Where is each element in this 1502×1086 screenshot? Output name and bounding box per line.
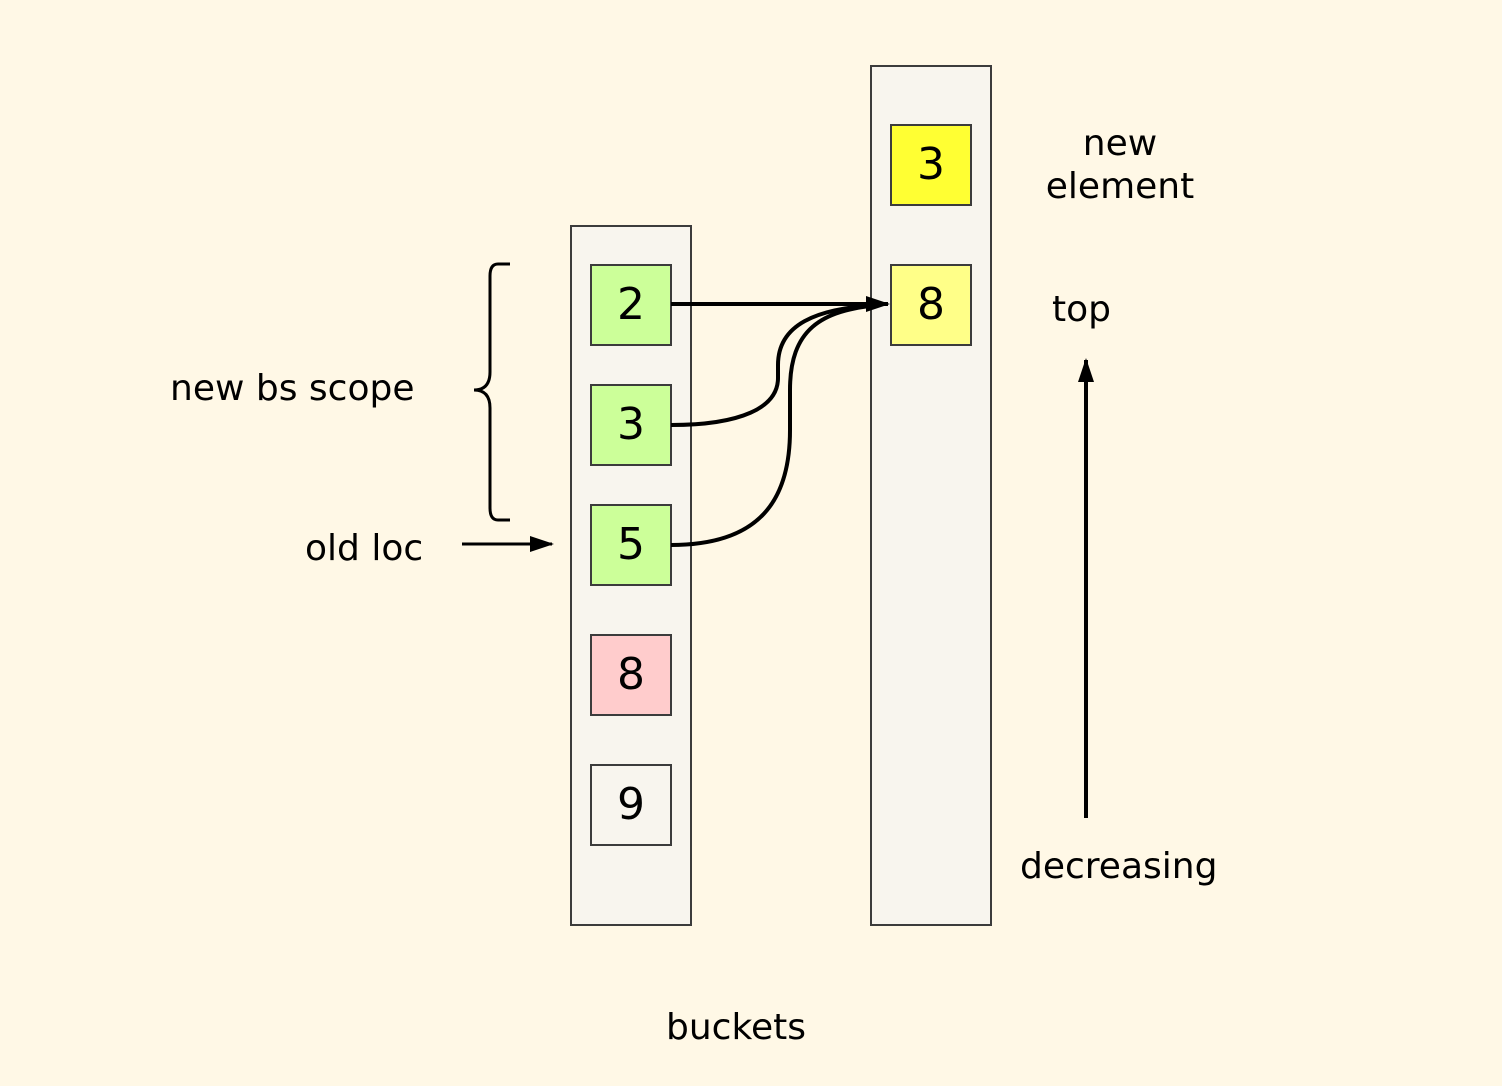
left-cell-5: 5 bbox=[590, 504, 672, 586]
left-cell-8: 8 bbox=[590, 634, 672, 716]
cell-value: 2 bbox=[617, 279, 645, 330]
right-cell-3-new: 3 bbox=[890, 124, 972, 206]
cell-value: 5 bbox=[617, 519, 645, 570]
old-loc-label: old loc bbox=[305, 528, 424, 569]
cell-value: 3 bbox=[617, 399, 645, 450]
left-cell-3: 3 bbox=[590, 384, 672, 466]
cell-value: 8 bbox=[617, 649, 645, 700]
right-bucket-column bbox=[870, 65, 992, 926]
new-element-label-line2: element bbox=[1045, 166, 1195, 208]
buckets-label: buckets bbox=[666, 1007, 807, 1048]
connector-3-to-8 bbox=[670, 303, 881, 427]
new-bs-scope-label: new bs scope bbox=[170, 368, 415, 409]
cell-value: 8 bbox=[917, 279, 945, 330]
left-cell-9: 9 bbox=[590, 764, 672, 846]
new-element-label-line1: new bbox=[1082, 123, 1158, 164]
right-cell-8-top: 8 bbox=[890, 264, 972, 346]
cell-value: 3 bbox=[917, 139, 945, 190]
left-cell-2: 2 bbox=[590, 264, 672, 346]
scope-brace-icon bbox=[473, 262, 510, 522]
connector-5-to-8 bbox=[670, 303, 881, 547]
top-label: top bbox=[1052, 289, 1111, 330]
decreasing-label: decreasing bbox=[1020, 846, 1218, 887]
cell-value: 9 bbox=[617, 779, 645, 830]
new-element-label: new element bbox=[1044, 122, 1196, 208]
